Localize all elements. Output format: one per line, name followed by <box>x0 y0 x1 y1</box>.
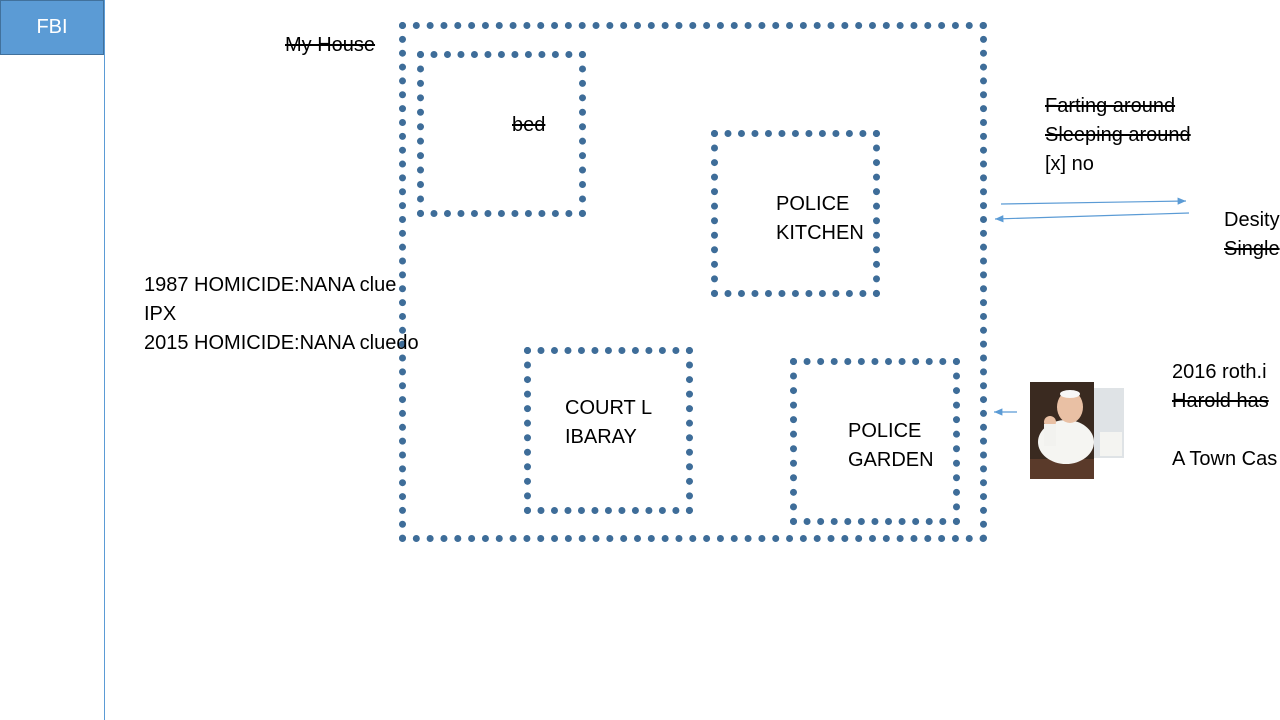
right-note-2: Sleeping around <box>1045 124 1191 146</box>
room-police-garden <box>790 358 960 525</box>
right-note-1: Farting around <box>1045 95 1176 117</box>
edge-note-roth: 2016 roth.i <box>1172 361 1267 383</box>
fbi-button[interactable]: FBI <box>0 0 104 55</box>
room-library-label-line2: IBARAY <box>565 426 637 448</box>
room-garden-label-line2: GARDEN <box>848 449 934 471</box>
left-note-1: 1987 HOMICIDE:NANA clue <box>144 274 397 296</box>
left-note-2: IPX <box>144 303 177 325</box>
arrow-left <box>994 212 1190 223</box>
right-note-3: [x] no <box>1045 153 1094 175</box>
left-note-3: 2015 HOMICIDE:NANA cluedo <box>144 332 419 354</box>
room-police-kitchen <box>711 130 880 297</box>
edge-note-desity: Desity <box>1224 209 1280 231</box>
edge-note-town: A Town Cas <box>1172 448 1278 470</box>
arrow-right <box>1000 197 1187 205</box>
house-title: My House <box>285 34 376 56</box>
room-kitchen-label-line1: POLICE <box>776 193 850 215</box>
house-outline <box>399 22 987 542</box>
room-bed <box>417 51 586 217</box>
edge-note-harold: Harold has <box>1172 390 1269 412</box>
room-garden-label-line1: POLICE <box>848 420 922 442</box>
sidebar-divider <box>104 0 105 720</box>
room-court-library <box>524 347 693 514</box>
room-library-label-line1: COURT L <box>565 397 653 419</box>
photo-image <box>1030 382 1124 479</box>
room-kitchen-label-line2: KITCHEN <box>776 222 864 244</box>
room-bed-label: bed <box>512 114 546 136</box>
edge-note-single: Single <box>1224 238 1280 260</box>
